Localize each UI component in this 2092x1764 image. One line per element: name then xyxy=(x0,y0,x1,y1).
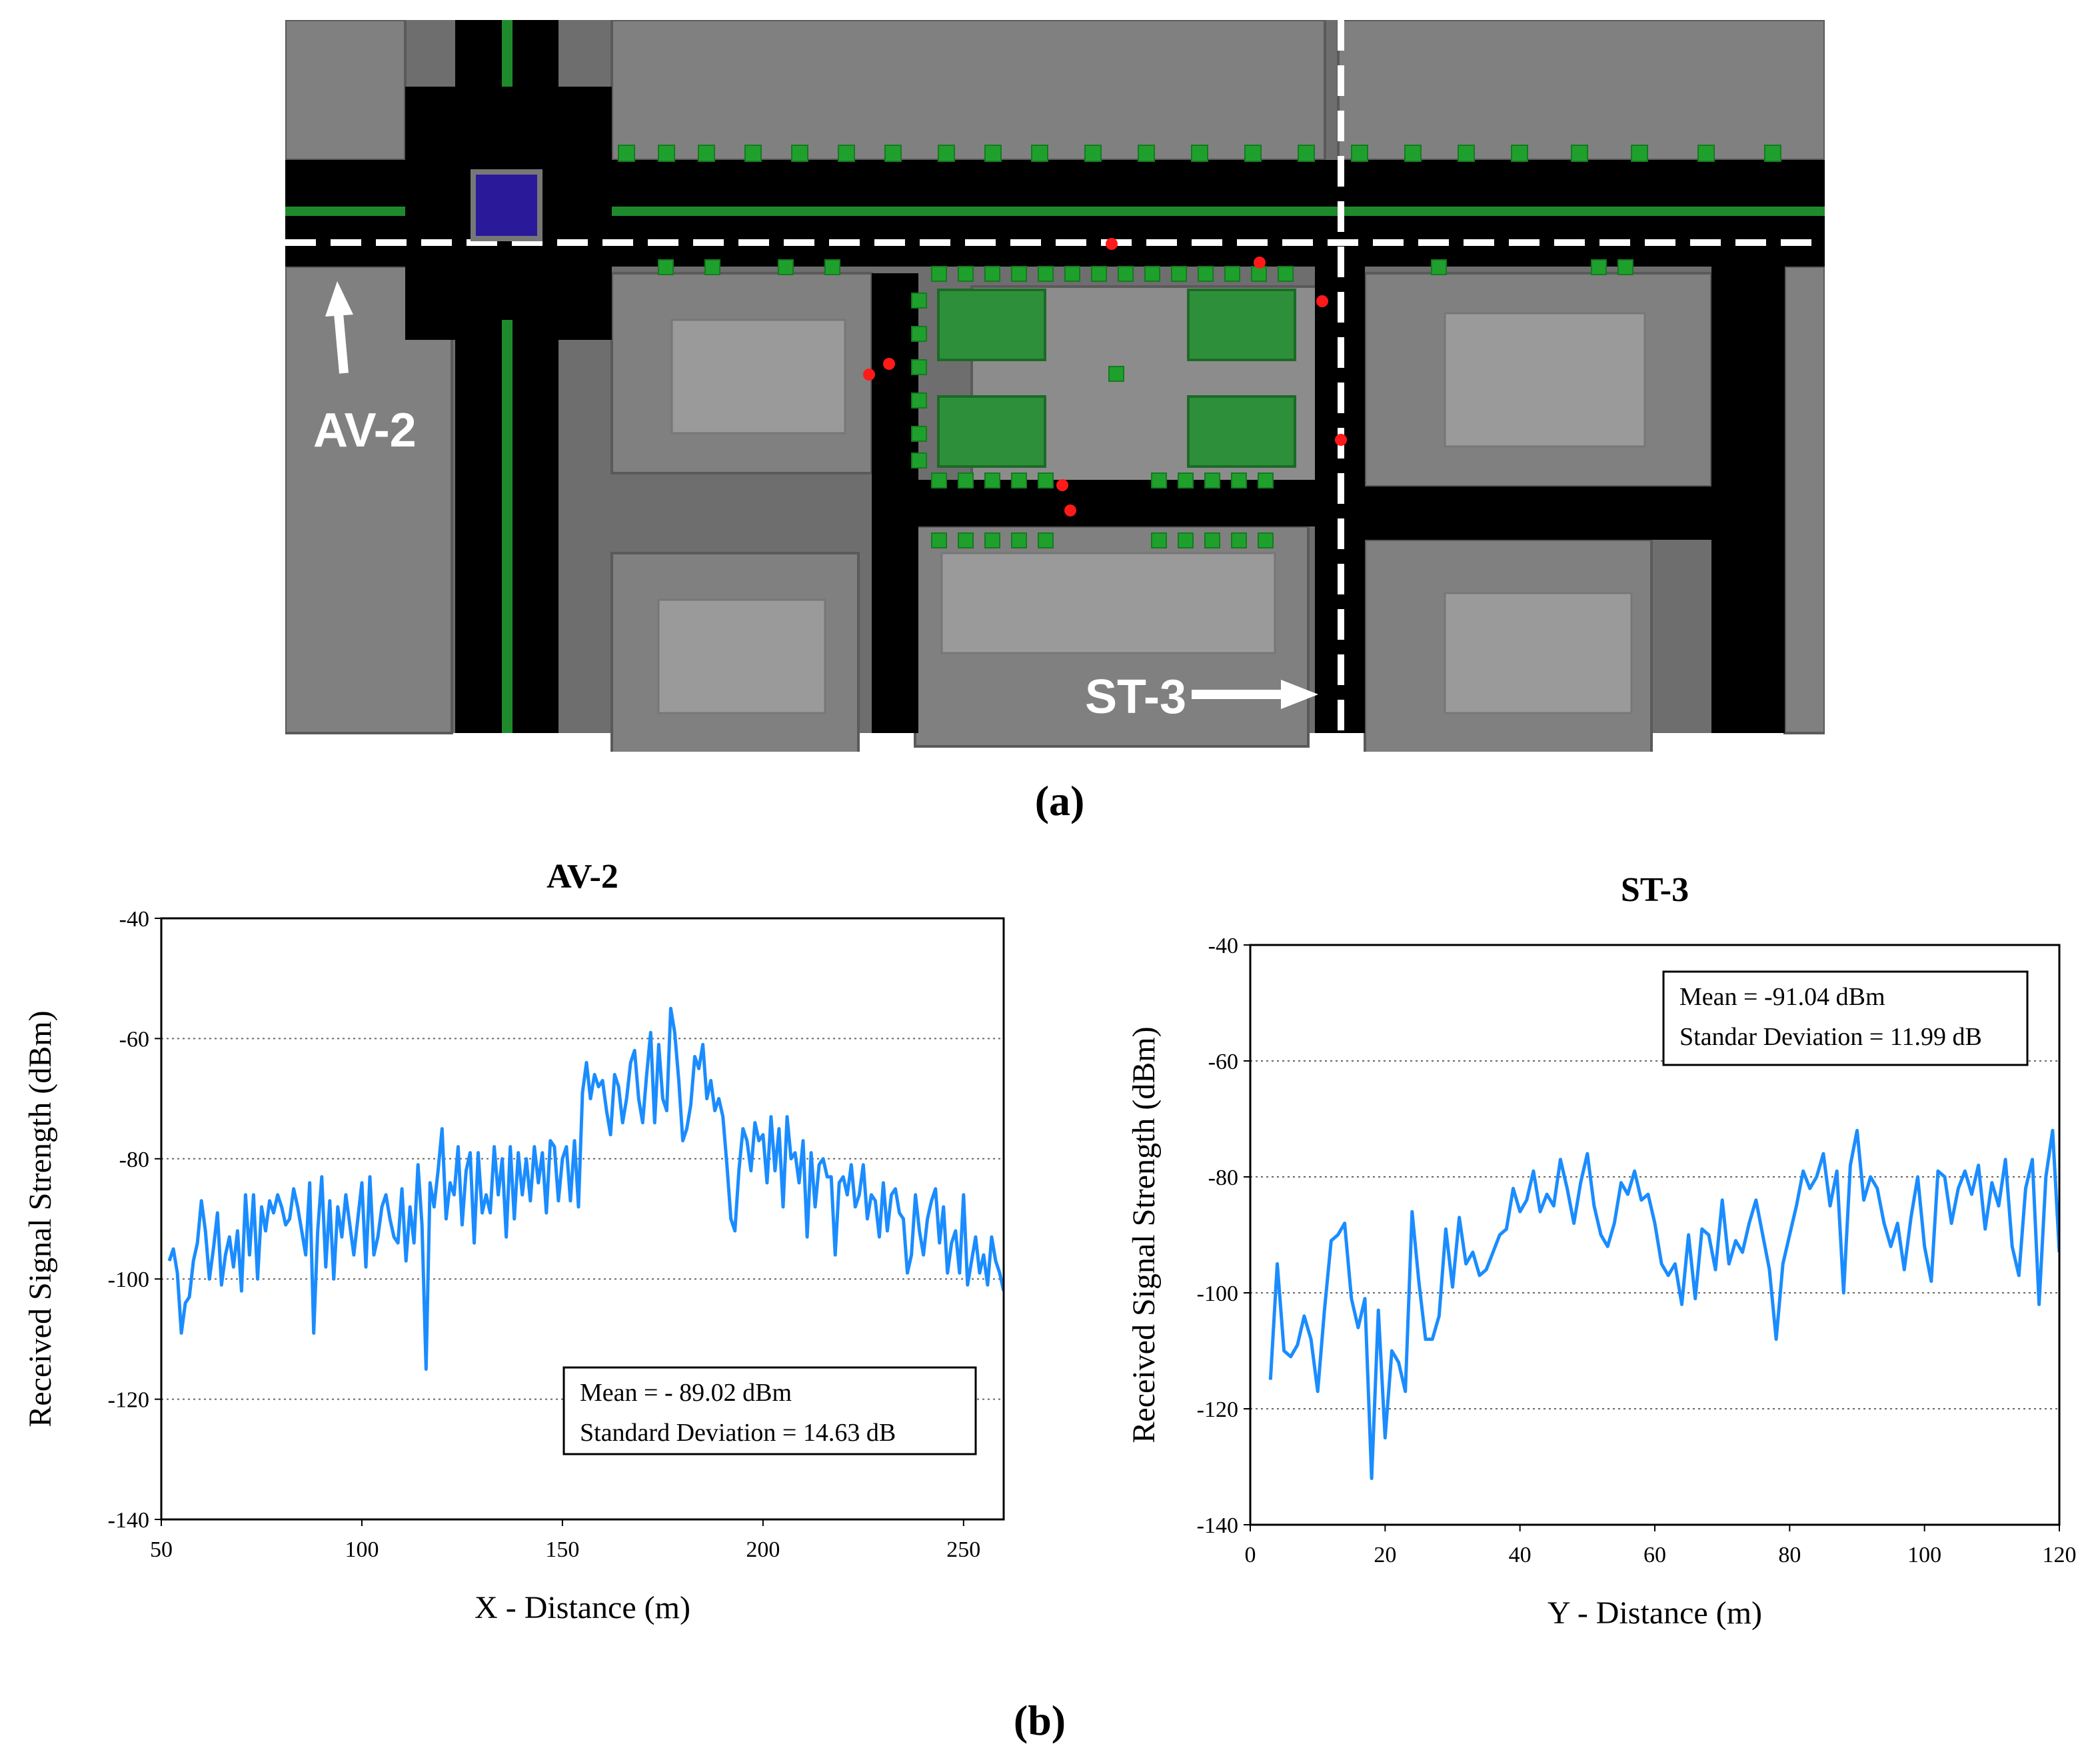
series-line xyxy=(1268,1128,2059,1480)
courtyards xyxy=(657,312,1646,714)
series-line xyxy=(167,1006,1004,1371)
y-tick-label: -120 xyxy=(108,1388,149,1413)
x-tick-label: 200 xyxy=(746,1537,780,1562)
x-tick-label: 120 xyxy=(2043,1543,2077,1567)
y-tick-label: -60 xyxy=(119,1027,149,1052)
y-tick-label: -100 xyxy=(1197,1282,1238,1306)
transmitter xyxy=(471,169,542,241)
plot-frame xyxy=(160,917,1005,1521)
plot-frame xyxy=(1249,944,2061,1526)
vegetation-patches xyxy=(937,289,1296,468)
y-tick-label: -40 xyxy=(119,907,149,932)
stats-std: Standard Deviation = 14.63 dB xyxy=(580,1419,896,1447)
trees xyxy=(618,145,1781,548)
av2-label: AV-2 xyxy=(313,404,417,457)
x-tick-label: 60 xyxy=(1643,1543,1666,1567)
x-tick-label: 150 xyxy=(545,1537,579,1562)
receiver-markers xyxy=(863,238,1347,516)
y-axis-label: Received Signal Strength (dBm) xyxy=(1126,1026,1162,1443)
stats-mean: Mean = - 89.02 dBm xyxy=(580,1379,792,1407)
av2-arrow xyxy=(325,281,353,374)
y-tick-label: -120 xyxy=(1197,1397,1238,1422)
road-medians xyxy=(285,20,1825,733)
st3-arrow xyxy=(1192,680,1318,709)
y-tick-label: -140 xyxy=(108,1508,149,1533)
y-tick-label: -60 xyxy=(1208,1050,1238,1074)
y-tick-label: -80 xyxy=(1208,1166,1238,1190)
chart-title: AV-2 xyxy=(546,858,618,896)
stats-std: Standar Deviation = 11.99 dB xyxy=(1679,1023,1982,1051)
panel-label-a: (a) xyxy=(1034,777,1085,824)
x-tick-label: 100 xyxy=(345,1537,379,1562)
x-tick-label: 50 xyxy=(150,1537,173,1562)
city-scene: AV-2 ST-3 xyxy=(284,19,1826,754)
stats-box-frame xyxy=(1662,970,2029,1066)
x-axis-label: X - Distance (m) xyxy=(475,1590,690,1625)
y-tick-label: -140 xyxy=(1197,1513,1238,1538)
chart-st3: ST-3 -40 -60 -80 -100 -120 -140 0 20 40 60 80 100 120… xyxy=(1113,866,2086,1666)
x-axis-label: Y - Distance (m) xyxy=(1548,1595,1762,1631)
panel-label-b: (b) xyxy=(1013,1697,1066,1744)
y-tick-label: -80 xyxy=(119,1148,149,1172)
x-tick-label: 250 xyxy=(946,1537,980,1562)
x-tick-label: 100 xyxy=(1907,1543,1941,1567)
x-tick-label: 0 xyxy=(1245,1543,1256,1567)
y-tick-label: -40 xyxy=(1208,934,1238,958)
x-tick-label: 40 xyxy=(1509,1543,1532,1567)
st3-label: ST-3 xyxy=(1085,670,1186,724)
lane-markings xyxy=(285,20,1825,733)
y-tick-label: -100 xyxy=(108,1268,149,1292)
city-scene-svg: AV-2 ST-3 xyxy=(284,19,1826,754)
stats-box-frame xyxy=(562,1366,977,1455)
chart-title: ST-3 xyxy=(1621,871,1689,909)
x-tick-label: 20 xyxy=(1374,1543,1396,1567)
x-tick-label: 80 xyxy=(1778,1543,1801,1567)
chart-st3-svg: ST-3 -40 -60 -80 -100 -120 -140 0 20 40 60 80 100 120… xyxy=(1126,871,2077,1631)
y-axis-label: Received Signal Strength (dBm) xyxy=(23,1010,58,1427)
stats-mean: Mean = -91.04 dBm xyxy=(1679,983,1885,1011)
